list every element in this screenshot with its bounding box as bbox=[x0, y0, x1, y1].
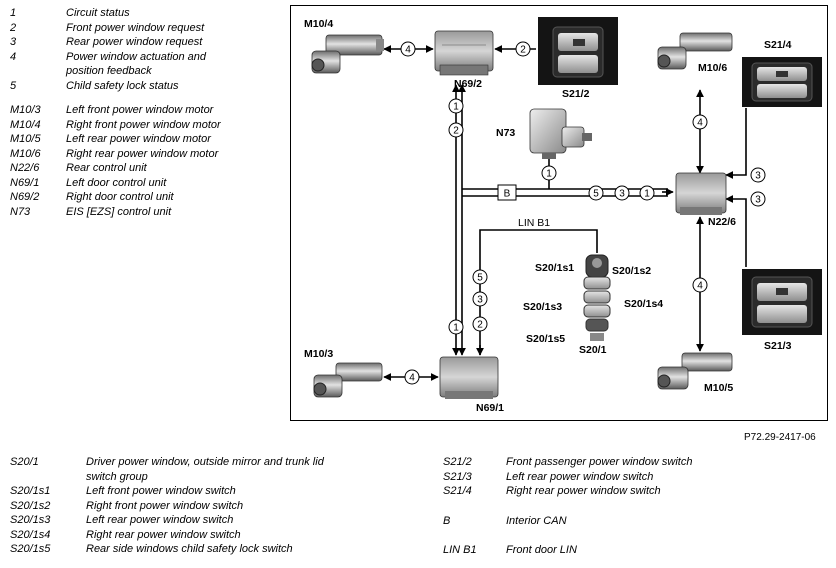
signal-label: 3 bbox=[619, 189, 625, 200]
label-s21-4: S21/4 bbox=[764, 39, 792, 51]
figure-reference: P72.29-2417-06 bbox=[744, 432, 816, 443]
motor-m10-6 bbox=[657, 32, 733, 70]
label-n22-6: N22/6 bbox=[708, 216, 736, 228]
label-s20-1s1: S20/1s1 bbox=[535, 262, 574, 274]
label-m10-5: M10/5 bbox=[704, 382, 733, 394]
switch-group-s20-1 bbox=[583, 254, 611, 341]
label-n73: N73 bbox=[496, 127, 515, 139]
label-s20-1s5: S20/1s5 bbox=[526, 333, 565, 345]
signal-label: 3 bbox=[755, 195, 761, 206]
signal-label: 4 bbox=[405, 45, 411, 56]
switch-s21-4 bbox=[742, 57, 822, 107]
signal-label: 2 bbox=[520, 45, 526, 56]
label-s20-1: S20/1 bbox=[579, 344, 607, 356]
window-system-diagram: B 4 2 1 2 1 5 3 1 4 3 3 4 5 3 2 1 bbox=[290, 5, 828, 421]
signal-label: 3 bbox=[755, 171, 761, 182]
signal-label: 4 bbox=[409, 373, 415, 384]
control-unit-n22-6 bbox=[675, 172, 727, 215]
motor-m10-4 bbox=[311, 34, 384, 74]
label-n69-2: N69/2 bbox=[454, 78, 482, 90]
label-s20-1s2: S20/1s2 bbox=[612, 265, 651, 277]
signal-label: 2 bbox=[453, 126, 459, 137]
motor-m10-3 bbox=[313, 362, 383, 398]
signal-numbers: 4 2 1 2 1 5 3 1 4 3 3 4 5 3 2 1 4 bbox=[405, 45, 761, 384]
signal-circles bbox=[400, 41, 766, 385]
bus-b-box bbox=[497, 184, 517, 201]
signal-label: 3 bbox=[477, 295, 483, 306]
label-s21-3: S21/3 bbox=[764, 340, 792, 352]
label-s20-1s4: S20/1s4 bbox=[624, 298, 663, 310]
signal-label: 5 bbox=[593, 189, 599, 200]
label-m10-3: M10/3 bbox=[304, 348, 333, 360]
wire-s21-4-n22-6 bbox=[725, 108, 747, 179]
label-s21-2: S21/2 bbox=[562, 88, 590, 100]
label-n69-1: N69/1 bbox=[476, 402, 504, 414]
label-m10-6: M10/6 bbox=[698, 62, 727, 74]
component-labels: M10/4 N69/2 S21/2 N73 M10/6 S21/4 N22/6 … bbox=[304, 18, 792, 414]
signal-label: 1 bbox=[644, 189, 650, 200]
signal-label: 1 bbox=[453, 323, 459, 334]
wire-s21-3-n22-6 bbox=[725, 195, 747, 267]
signal-label: 4 bbox=[697, 118, 703, 129]
signal-label: 2 bbox=[477, 320, 483, 331]
motor-m10-5 bbox=[657, 352, 733, 390]
signal-label: 4 bbox=[697, 281, 703, 292]
label-s20-1s3: S20/1s3 bbox=[523, 301, 562, 313]
switch-s21-2 bbox=[538, 17, 618, 85]
signal-label: 1 bbox=[546, 169, 552, 180]
control-unit-n69-1 bbox=[439, 356, 499, 399]
bus-b-label: B bbox=[504, 189, 511, 200]
label-lin-b1: LIN B1 bbox=[518, 217, 550, 229]
switch-s21-3 bbox=[742, 269, 822, 335]
eis-n73 bbox=[529, 108, 592, 159]
signal-label: 5 bbox=[477, 273, 483, 284]
control-unit-n69-2 bbox=[434, 30, 494, 76]
signal-label: 1 bbox=[453, 102, 459, 113]
label-m10-4: M10/4 bbox=[304, 18, 333, 30]
